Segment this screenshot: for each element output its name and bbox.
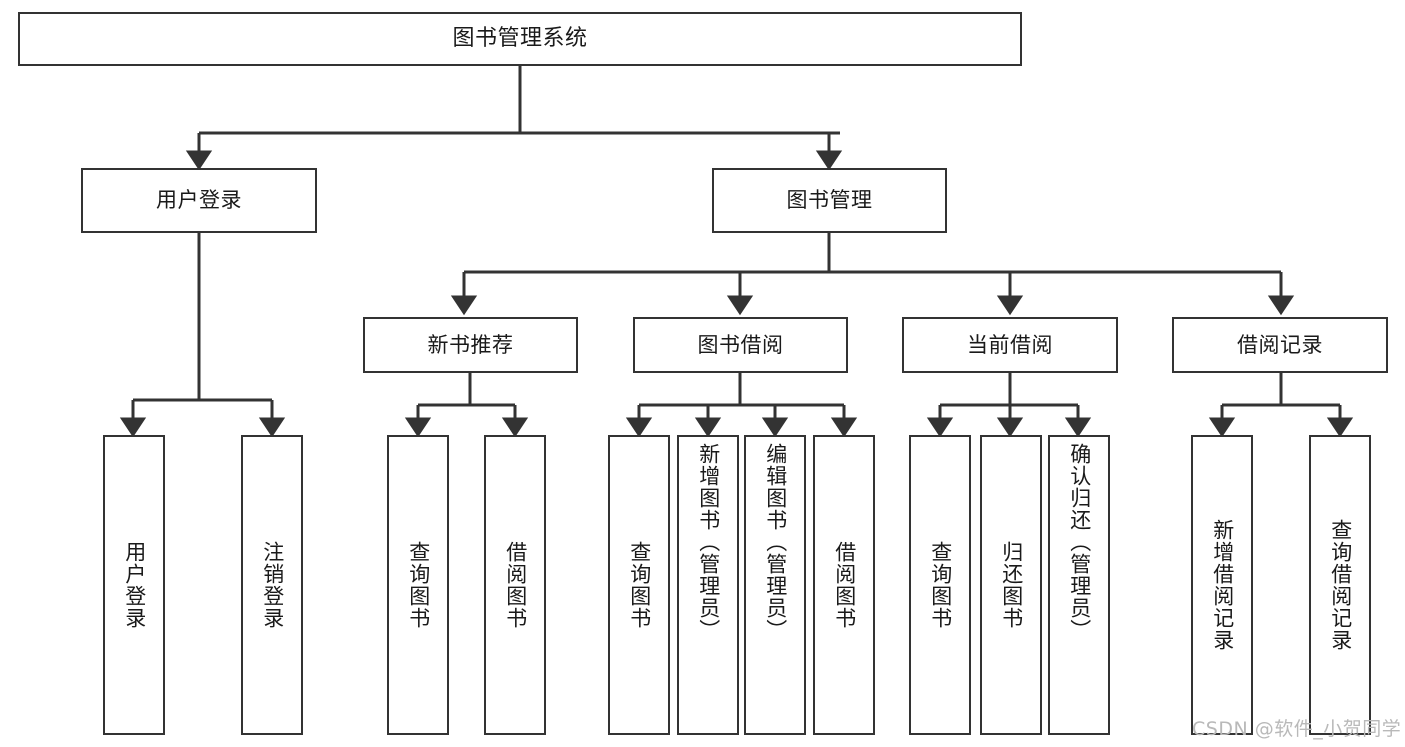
- leaf-edit-book-admin[interactable]: 编辑图书（管理员）: [744, 435, 806, 735]
- node-label: 借阅图书: [503, 541, 528, 629]
- node-label: 注销登录: [260, 541, 285, 629]
- node-current-borrow[interactable]: 当前借阅: [902, 317, 1118, 373]
- leaf-query-book-new[interactable]: 查询图书: [387, 435, 449, 735]
- node-label: 用户登录: [156, 188, 242, 213]
- node-label: 当前借阅: [967, 332, 1053, 357]
- leaf-query-book-borrow[interactable]: 查询图书: [608, 435, 670, 735]
- node-label: 图书管理: [786, 188, 873, 213]
- leaf-query-book-current[interactable]: 查询图书: [909, 435, 971, 735]
- node-borrow-record[interactable]: 借阅记录: [1172, 317, 1388, 373]
- node-book-borrow[interactable]: 图书借阅: [633, 317, 848, 373]
- leaf-add-book-admin[interactable]: 新增图书（管理员）: [677, 435, 739, 735]
- node-label: 编辑图书（管理员）: [763, 443, 788, 641]
- node-label: 新增借阅记录: [1210, 519, 1235, 651]
- leaf-return-book[interactable]: 归还图书: [980, 435, 1042, 735]
- node-book-management[interactable]: 图书管理: [712, 168, 947, 233]
- leaf-borrow-book[interactable]: 借阅图书: [813, 435, 875, 735]
- node-label: 查询图书: [627, 541, 652, 629]
- node-label: 图书借阅: [697, 332, 784, 357]
- node-label: 新书推荐: [427, 332, 514, 357]
- leaf-borrow-book-new[interactable]: 借阅图书: [484, 435, 546, 735]
- node-label: 查询图书: [406, 541, 431, 629]
- node-label: 查询图书: [928, 541, 953, 629]
- node-label: 借阅图书: [832, 541, 857, 629]
- leaf-user-logout[interactable]: 注销登录: [241, 435, 303, 735]
- leaf-user-login[interactable]: 用户登录: [103, 435, 165, 735]
- leaf-add-borrow-record[interactable]: 新增借阅记录: [1191, 435, 1253, 735]
- node-label: 用户登录: [122, 541, 147, 629]
- leaf-query-borrow-record[interactable]: 查询借阅记录: [1309, 435, 1371, 735]
- node-label: 新增图书（管理员）: [696, 443, 721, 641]
- node-label: 借阅记录: [1237, 332, 1323, 357]
- leaf-confirm-return-admin[interactable]: 确认归还（管理员）: [1048, 435, 1110, 735]
- node-label: 确认归还（管理员）: [1067, 443, 1092, 641]
- node-user-login[interactable]: 用户登录: [81, 168, 317, 233]
- node-label: 查询借阅记录: [1328, 519, 1353, 651]
- node-label: 归还图书: [999, 541, 1024, 629]
- node-label: 图书管理系统: [452, 26, 588, 52]
- node-new-book-recommend[interactable]: 新书推荐: [363, 317, 578, 373]
- node-root-system[interactable]: 图书管理系统: [18, 12, 1022, 66]
